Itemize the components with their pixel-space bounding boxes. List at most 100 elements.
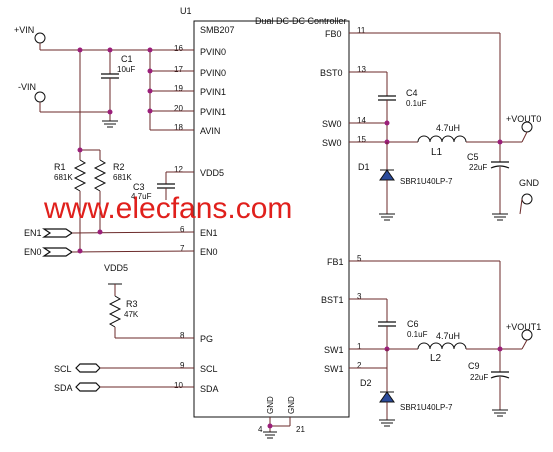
pin-name-4: GND — [266, 396, 275, 414]
junction-r2-top — [77, 147, 83, 153]
pin-num-16: 16 — [174, 44, 183, 53]
port-scl[interactable] — [75, 363, 101, 373]
pin-name-5: FB1 — [327, 257, 344, 267]
junction-gnd — [267, 423, 273, 429]
ground-symbol-c5 — [492, 213, 508, 221]
pin-name-21: GND — [287, 396, 296, 414]
ic-part: SMB207 — [200, 25, 235, 35]
pin-num-9: 9 — [180, 361, 185, 370]
c4-value: 0.1uF — [406, 99, 427, 108]
pin-name-2: SW1 — [324, 364, 344, 374]
pin-num-12: 12 — [174, 165, 183, 174]
port-sda[interactable] — [75, 382, 101, 392]
junction-pvin-20 — [147, 108, 153, 114]
c9-ref: C9 — [468, 361, 480, 371]
terminal-vin-pos[interactable] — [34, 32, 46, 44]
l1-ref: L1 — [431, 147, 443, 158]
pin-num-19: 19 — [174, 84, 183, 93]
l2-inductor — [417, 342, 467, 350]
r1-ref: R1 — [54, 162, 66, 172]
pin-num-18: 18 — [174, 123, 183, 132]
c5-value: 22uF — [469, 163, 487, 172]
vout1-terminal-wire — [521, 339, 528, 350]
pin-name-6: EN1 — [200, 228, 218, 238]
c6-ref: C6 — [407, 319, 419, 329]
r2-ref: R2 — [113, 162, 125, 172]
junction-en1 — [97, 229, 103, 235]
r1-resistor — [73, 159, 87, 192]
pin-num-4: 4 — [258, 425, 263, 434]
net-sda: SDA — [54, 383, 73, 393]
watermark: www.elecfans.com — [43, 192, 292, 225]
c5-ref: C5 — [467, 152, 479, 162]
net-en0: EN0 — [24, 247, 42, 257]
ic-body — [193, 20, 350, 418]
junction-r1-top — [77, 47, 83, 53]
net-vout1: +VOUT1 — [506, 322, 541, 332]
pin-num-11: 11 — [357, 26, 366, 35]
pin-num-7: 7 — [180, 244, 185, 253]
pin-num-13: 13 — [357, 65, 366, 74]
net-scl: SCL — [54, 364, 72, 374]
r2-value: 681K — [113, 173, 132, 182]
port-en0[interactable] — [42, 247, 74, 257]
pin-num-5: 5 — [357, 254, 362, 263]
terminal-gnd[interactable] — [521, 193, 533, 205]
ic-title: Dual DC-DC Controller — [255, 16, 347, 26]
pin-name-16: PVIN0 — [200, 47, 226, 57]
pin-name-11: FB0 — [325, 29, 342, 39]
junction-sw0-a — [384, 120, 390, 126]
junction-pvin-17 — [147, 68, 153, 74]
pin-name-14: SW0 — [322, 119, 342, 129]
ground-symbol-c1 — [102, 120, 118, 128]
port-en1[interactable] — [42, 228, 74, 238]
pin-name-3: BST1 — [321, 295, 344, 305]
pin6-wire — [71, 231, 195, 234]
pin-num-6: 6 — [180, 225, 185, 234]
d2-diode — [379, 391, 395, 403]
terminal-vin-neg[interactable] — [34, 91, 46, 103]
junction-pvin-16 — [147, 47, 153, 53]
pin-num-14: 14 — [357, 116, 366, 125]
r3-value: 47K — [124, 310, 139, 319]
pin-num-20: 20 — [174, 104, 183, 113]
c1-value: 10uF — [117, 65, 135, 74]
ground-symbol-d2 — [379, 419, 395, 427]
pin-num-3: 3 — [357, 292, 362, 301]
c1-ref: C1 — [121, 54, 133, 64]
vout0-terminal-wire — [521, 131, 528, 143]
junction-en0 — [77, 248, 83, 254]
junction-vin-neg — [107, 109, 113, 115]
junction-c1 — [107, 47, 113, 53]
gnd-terminal-wire — [519, 198, 523, 215]
l2-value: 4.7uH — [436, 331, 460, 341]
ic-ref: U1 — [180, 6, 192, 16]
d1-value: SBR1U40LP-7 — [400, 177, 453, 186]
junction-pvin-19 — [147, 88, 153, 94]
c9-value: 22uF — [470, 373, 488, 382]
ground-symbol-d1 — [379, 213, 395, 221]
r3-ref: R3 — [126, 299, 138, 309]
net-vout0: +VOUT0 — [506, 114, 541, 124]
pin-name-8: PG — [200, 334, 213, 344]
net-vin-neg: -VIN — [18, 82, 36, 92]
pin-name-13: BST0 — [320, 68, 343, 78]
c5-plate-bottom — [490, 165, 510, 169]
net-en1: EN1 — [24, 228, 42, 238]
pin7-wire — [71, 250, 195, 253]
pin-num-21: 21 — [296, 425, 305, 434]
net-vdd5: VDD5 — [104, 263, 128, 273]
pin-num-10: 10 — [174, 381, 183, 390]
r3-resistor — [108, 295, 122, 328]
r1-value: 681K — [54, 173, 73, 182]
pin-num-2: 2 — [357, 361, 362, 370]
l1-value: 4.7uH — [436, 123, 460, 133]
pin-name-18: AVIN — [200, 126, 220, 136]
pin-name-17: PVIN0 — [200, 68, 226, 78]
d1-ref: D1 — [358, 162, 370, 172]
d1-diode — [379, 169, 395, 181]
l2-ref: L2 — [430, 353, 442, 364]
ground-symbol-c9 — [492, 409, 508, 417]
c3-value: 4.7uF — [131, 192, 152, 201]
d2-ref: D2 — [360, 378, 372, 388]
